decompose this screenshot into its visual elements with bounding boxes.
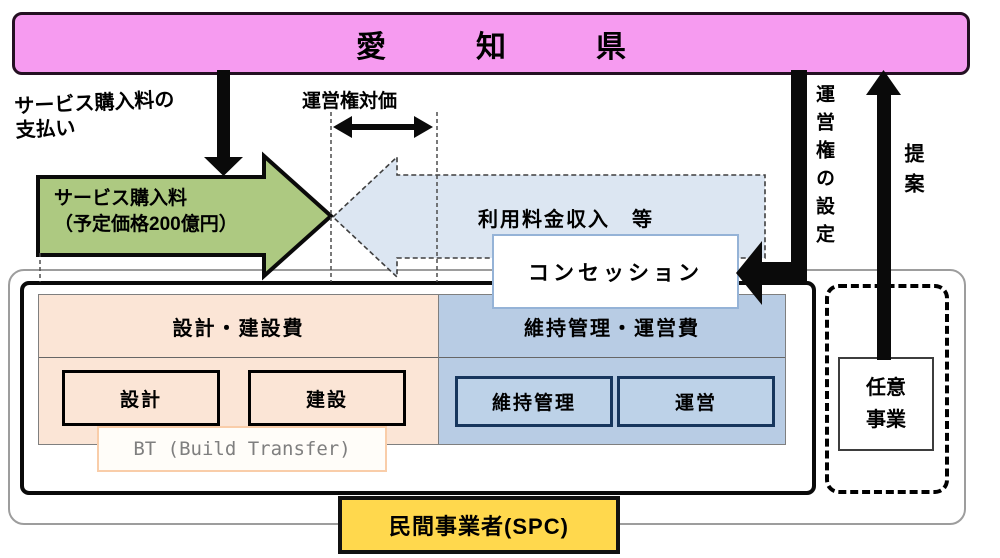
arrow-left-head (333, 116, 352, 138)
operation-right-price-label: 運営権対価 (302, 91, 398, 112)
build-box: 建設 (248, 370, 406, 426)
operation-right-grant-label: 運営権の設定 (813, 84, 834, 252)
spc-box: 民間事業者(SPC) (338, 496, 620, 554)
proposal-label: 提案 (901, 143, 923, 203)
service-purchase-arrow-label: サービス購入料 （予定価格200億円） (54, 188, 238, 235)
operation-box: 運営 (617, 376, 775, 427)
optional-business-box: 任意 事業 (838, 357, 934, 451)
bt-build-transfer-box: BT (Build Transfer) (97, 426, 387, 472)
aichi-prefecture-bar: 愛 知 県 (12, 12, 970, 75)
service-payment-label: サービス購入料の 支払い (14, 89, 175, 142)
maintain-operate-header: 維持管理・運営費 (439, 295, 785, 358)
design-build-header: 設計・建設費 (39, 295, 438, 358)
operation-right-grant-arrow-vertical (791, 70, 807, 285)
maintenance-box: 維持管理 (455, 376, 613, 427)
design-box: 設計 (62, 370, 220, 426)
arrow-right-head (414, 116, 433, 138)
service-payment-down-arrow (204, 70, 243, 176)
usage-fee-income-label: 利用料金収入 等 (478, 209, 654, 231)
concession-box: コンセッション (492, 234, 739, 309)
aichi-prefecture-label: 愛 知 県 (356, 30, 656, 64)
